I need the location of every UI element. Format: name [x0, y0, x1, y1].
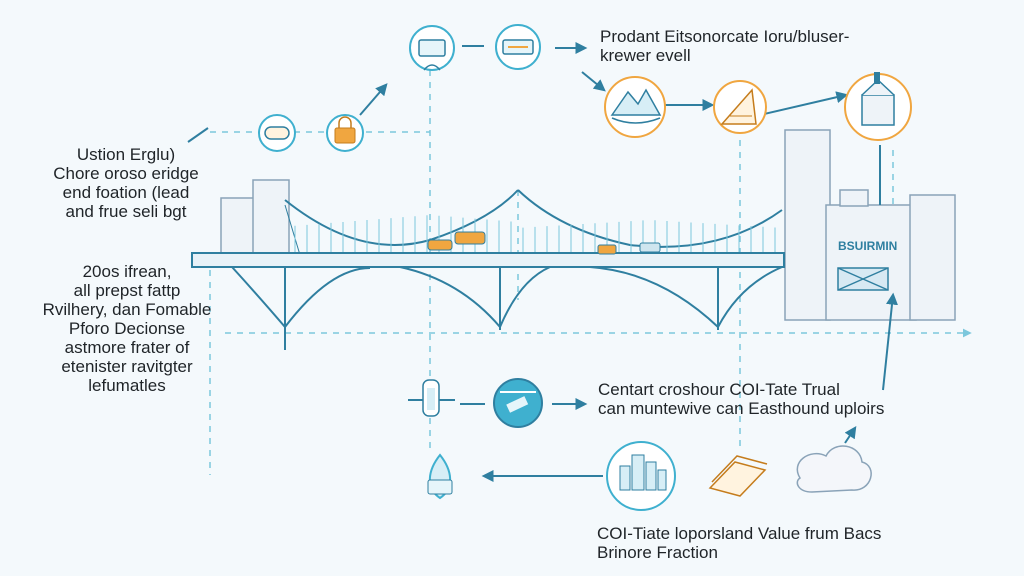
left-lower-line-7: lefumatles — [88, 376, 166, 396]
gear-badge-icon — [258, 114, 296, 152]
bottom-label: COI-Tiate loporsland Value frum Bacs Bri… — [597, 524, 881, 562]
arrow-cloud-up — [844, 426, 857, 444]
plug-clamp-icon — [408, 379, 455, 417]
top-right-line-1: Prodant Eitsonorcate Ioru/bluser- — [600, 27, 850, 46]
ruler-triangle-icon — [713, 80, 767, 134]
connector-arrows — [187, 42, 898, 482]
bridge-cables — [284, 189, 783, 256]
mountain-badge-icon — [604, 76, 666, 138]
right-buildings — [784, 129, 956, 321]
lock-icon — [326, 114, 364, 152]
left-lower-line-5: astmore frater of — [64, 338, 190, 358]
building-sign: BSUIRMIN — [838, 239, 897, 253]
bottom-line-1: COI-Tiate loporsland Value frum Bacs — [597, 524, 882, 543]
arrow-up-to-sign — [882, 292, 898, 391]
city-skyline-icon — [606, 441, 676, 511]
building-badge-icon — [844, 72, 912, 141]
top-right-label: Prodant Eitsonorcate Ioru/bluser- krewer… — [600, 27, 849, 65]
arrow-left-to-gear — [187, 127, 209, 143]
left-upper-label: Ustion Erglu) Chore oroso eridge end foa… — [36, 145, 216, 221]
top-right-line-2: krewer evell — [600, 46, 691, 66]
document-card-icon — [495, 24, 541, 70]
left-upper-line-3: end foation (lead — [62, 183, 190, 203]
left-lower-line-6: etenister ravitgter — [61, 357, 193, 377]
left-lower-label: 20os ifrean, all prepst fattp Rvilhery, … — [22, 262, 232, 395]
arrow-text-to-mountain — [581, 71, 606, 92]
left-lower-line-3: Rvilhery, dan Fomable — [42, 300, 212, 320]
left-lower-line-2: all prepst fattp — [73, 281, 181, 301]
arrow-lock-to-top — [359, 83, 388, 116]
left-upper-line-2: Chore oroso eridge — [53, 164, 199, 184]
middle-right-line-1: Centart croshour COI-Tate Trual — [598, 380, 840, 399]
middle-right-label: Centart croshour COI-Tate Trual can munt… — [598, 380, 884, 418]
bridge-arches — [231, 266, 783, 350]
left-lower-line-1: 20os ifrean, — [82, 262, 172, 281]
bridge-hangers — [294, 215, 776, 253]
tag-circle-icon — [493, 378, 543, 428]
vehicles — [427, 231, 661, 255]
left-buildings — [220, 179, 290, 254]
bridge-deck — [191, 252, 785, 268]
cash-stack-icon — [708, 455, 768, 497]
arrow-ruler-to-building — [759, 91, 849, 116]
left-upper-line-4: and frue seli bgt — [65, 202, 187, 222]
left-upper-line-1: Ustion Erglu) — [76, 145, 176, 164]
laptop-cloud-icon — [409, 25, 455, 71]
cloud-icon — [796, 445, 872, 493]
shield-drop-icon — [427, 453, 453, 500]
middle-right-line-2: can muntewive can Easthound uploirs — [598, 399, 885, 419]
bottom-line-2: Brinore Fraction — [597, 543, 718, 563]
left-lower-line-4: Pforo Decionse — [68, 319, 186, 339]
